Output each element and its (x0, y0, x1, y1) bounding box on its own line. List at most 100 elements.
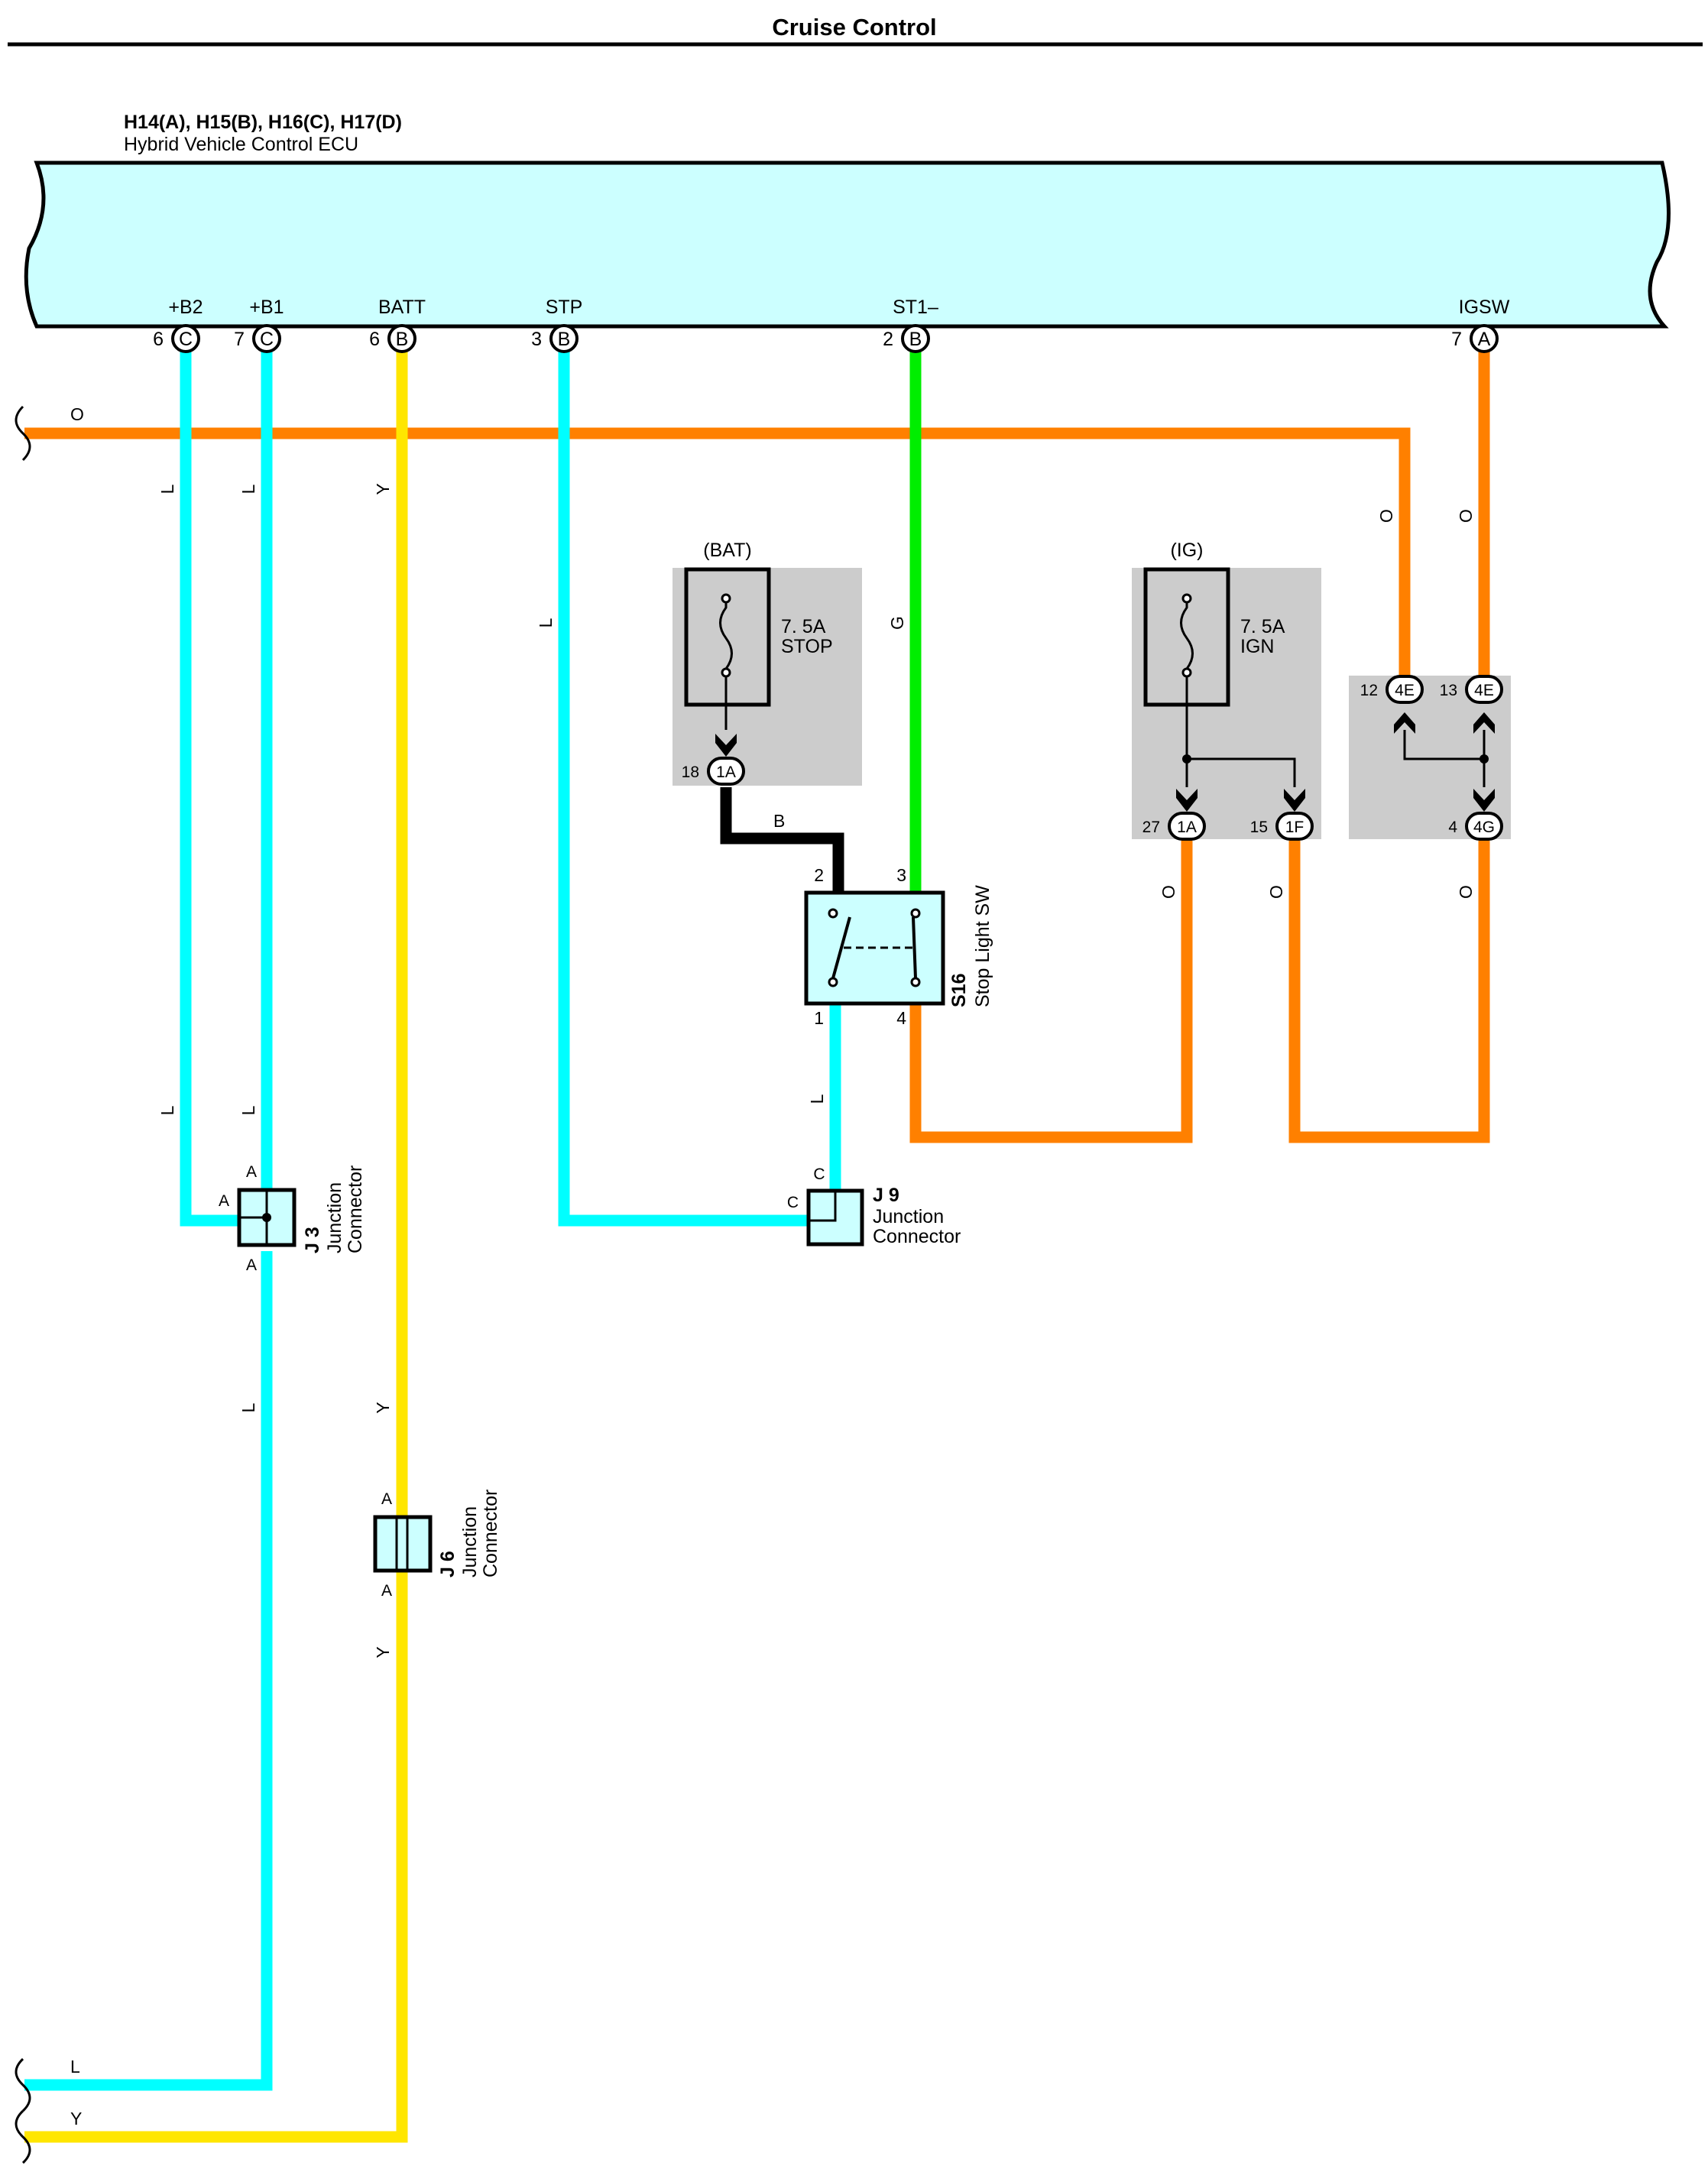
stop-light-sw-code: S16 (948, 974, 970, 1007)
svg-text:12: 12 (1360, 682, 1378, 699)
wire-o-sw4 (909, 841, 1193, 1143)
wire-color-label: G (887, 616, 907, 630)
ecu-code: H14(A), H15(B), H16(C), H17(D) (124, 112, 402, 133)
wire-color-label: L (238, 1402, 258, 1412)
wire-o-1f-4g (1288, 841, 1490, 1143)
j6-pin-top: A (381, 1490, 392, 1508)
j9-pin-left: C (787, 1194, 799, 1211)
diagram-title: Cruise Control (772, 14, 936, 41)
wire-color-label: O (1266, 885, 1286, 899)
j9-line1: Junction (873, 1206, 944, 1227)
svg-text:B: B (396, 329, 409, 350)
ecu-terminal-name: +B1 (249, 297, 284, 318)
wire-b-stop (720, 787, 844, 893)
wire-l-stp (558, 349, 809, 1227)
j6-connector (373, 1515, 433, 1573)
svg-text:A: A (1478, 329, 1491, 350)
wire-color-label: Y (373, 483, 393, 494)
svg-text:1F: 1F (1285, 819, 1304, 836)
wire-color-label: L (807, 1094, 827, 1104)
svg-text:13: 13 (1440, 682, 1457, 699)
sw-pin-3: 3 (896, 865, 906, 885)
ecu-terminal-name: BATT (378, 297, 426, 318)
ecu-terminal-connector: B 2 (883, 324, 930, 353)
j9-code: J 9 (873, 1185, 899, 1206)
j3-code: J 3 (302, 1227, 323, 1253)
wire-color-label: O (1456, 885, 1476, 899)
j9-pin-top: C (813, 1166, 825, 1183)
arrow-up-icon (1473, 712, 1495, 734)
jb-connector-13-4e: 4E 13 (1440, 675, 1503, 704)
svg-text:27: 27 (1142, 819, 1160, 836)
wire-color-label: Y (373, 1402, 393, 1413)
j6-line1: Junction (459, 1506, 481, 1577)
switch-contacts-icon (828, 908, 921, 987)
wire-color-label: O (1159, 885, 1178, 899)
wire-color-label: O (70, 404, 84, 424)
fuse-element-icon (1180, 598, 1194, 673)
stop-fuse-name: STOP (781, 636, 833, 657)
wire-color-label: O (1456, 509, 1476, 523)
wire-break-o-top (15, 405, 31, 462)
arrow-down-icon (715, 734, 737, 757)
ecu-terminal-connector: A 7 (1451, 324, 1499, 353)
j6-pin-bottom: A (381, 1582, 392, 1600)
jb-connector-12-4e: 4E 12 (1360, 675, 1424, 704)
wire-color-label: Y (70, 2109, 82, 2129)
sw-pin-1: 1 (814, 1008, 824, 1028)
j9-line2: Connector (873, 1226, 961, 1247)
svg-text:B: B (558, 329, 571, 350)
svg-text:B: B (909, 329, 922, 350)
arrow-down-icon (1176, 789, 1198, 812)
j3-pin-left: A (219, 1192, 229, 1210)
svg-text:C: C (179, 329, 193, 350)
ig-fuse-group: (IG) (1170, 540, 1203, 561)
svg-text:7: 7 (234, 329, 245, 350)
wire-l-b2 (180, 349, 252, 1227)
svg-text:3: 3 (531, 329, 542, 350)
bat-fuse-group: (BAT) (703, 540, 751, 561)
ecu-terminal-name: IGSW (1459, 297, 1510, 318)
ign-fuse-connector-1f: 1F 15 (1250, 812, 1314, 841)
svg-text:7: 7 (1451, 329, 1462, 350)
svg-text:4E: 4E (1395, 682, 1415, 699)
wire-color-label: L (238, 1105, 258, 1115)
ign-fuse-rating: 7. 5A (1240, 616, 1285, 637)
svg-text:6: 6 (153, 329, 164, 350)
ecu-body (24, 160, 1671, 329)
wire-break-l-bottom (15, 2057, 31, 2112)
svg-text:2: 2 (883, 329, 893, 350)
wire-color-label: L (157, 1105, 177, 1115)
svg-text:1A: 1A (1177, 819, 1197, 836)
stop-fuse-rating: 7. 5A (781, 616, 826, 637)
ecu-terminal-connector: C 6 (153, 324, 200, 353)
stop-fuse (684, 567, 771, 707)
j3-line2: Connector (345, 1166, 366, 1253)
ecu-terminal-connector: B 3 (531, 324, 579, 353)
ecu-terminal-connector: B 6 (369, 324, 416, 353)
svg-text:C: C (260, 329, 274, 350)
wire-break-y-bottom (15, 2109, 31, 2164)
ign-fuse-name: IGN (1240, 636, 1274, 657)
svg-text:15: 15 (1250, 819, 1268, 836)
svg-text:4G: 4G (1473, 819, 1495, 836)
sw-pin-2: 2 (814, 865, 824, 885)
ecu-terminal-name: +B2 (168, 297, 203, 318)
wire-y-batt-lower (24, 1571, 408, 2143)
ecu-terminal-name: ST1– (893, 297, 938, 318)
ign-fuse-connector-1a: 1A 27 (1142, 812, 1206, 841)
svg-text:1A: 1A (716, 764, 736, 781)
j3-pin-top: A (246, 1163, 257, 1181)
ecu-terminal-connector: C 7 (234, 324, 281, 353)
wire-l-b1-lower (24, 1251, 273, 2091)
wire-o-top (24, 427, 1411, 694)
wire-color-label: L (157, 484, 177, 494)
arrow-down-icon (1284, 789, 1305, 812)
ecu-name: Hybrid Vehicle Control ECU (124, 134, 358, 155)
fuse-element-icon (719, 598, 733, 673)
wire-color-label: L (70, 2057, 80, 2077)
svg-text:4: 4 (1448, 819, 1457, 836)
arrow-up-icon (1394, 712, 1415, 734)
j6-line2: Connector (480, 1490, 501, 1577)
